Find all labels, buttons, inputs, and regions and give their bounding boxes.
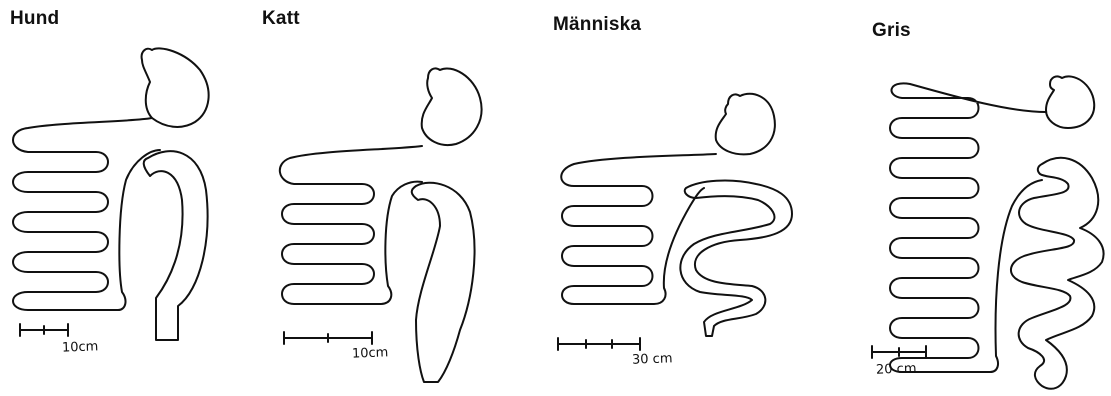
scale-label-gris: 20 cm [876,361,917,377]
pig-scale-bar [872,346,926,358]
pig-small-intestine-path [890,83,1046,372]
pig-stomach-outline [1046,76,1094,128]
pig-colon-outline [1011,158,1104,389]
